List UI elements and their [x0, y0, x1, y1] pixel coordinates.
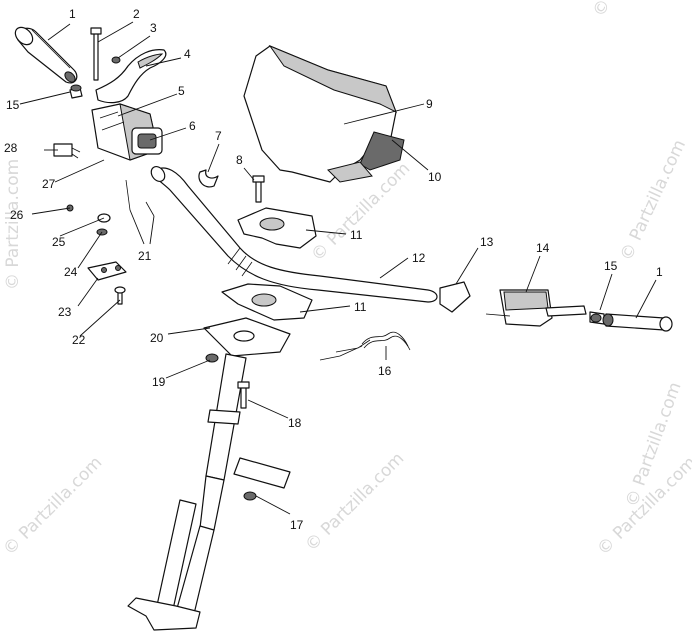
callout-14: 14: [536, 241, 550, 255]
callout-3: 3: [150, 21, 157, 35]
callout-21: 21: [138, 249, 152, 263]
clamp-13: [439, 281, 471, 313]
callout-2: 2: [133, 7, 140, 21]
screws-21: [125, 179, 155, 217]
hand-grip-left: [14, 26, 78, 84]
tube-17: [233, 457, 291, 489]
callout-20: 20: [150, 331, 164, 345]
watermark-right-top: © Partzilla.com: [589, 0, 672, 21]
callout-22: 22: [72, 333, 86, 347]
callout-15-left: 15: [6, 98, 20, 112]
mount-plate-23: [87, 261, 127, 281]
callout-27: 27: [42, 177, 56, 191]
callout-15-right: 15: [604, 259, 618, 273]
bolt-2: [90, 27, 102, 81]
throttle-lever: [95, 49, 167, 104]
handlebar: [150, 165, 438, 303]
brake-lever: [545, 305, 587, 317]
watermark-right-upper: © Partzilla.com: [616, 137, 690, 264]
callout-7: 7: [215, 129, 222, 143]
callout-5: 5: [178, 84, 185, 98]
callout-23: 23: [58, 305, 72, 319]
end-plug-left: [69, 84, 83, 99]
callout-19: 19: [152, 375, 166, 389]
steering-post: [127, 353, 247, 631]
bolt-8: [252, 175, 265, 203]
callout-26: 26: [10, 208, 24, 222]
callout-24: 24: [64, 265, 78, 279]
leader-lines: [19, 21, 657, 515]
nut-17: [243, 491, 257, 501]
lower-clamp: [221, 283, 313, 321]
callout-18: 18: [288, 416, 302, 430]
callout-17: 17: [290, 518, 304, 532]
watermark-left-lower: © Partzilla.com: [0, 453, 106, 560]
end-plug-right: [589, 311, 605, 325]
riser-plate: [203, 317, 291, 357]
switch-28: [53, 143, 81, 159]
callout-8: 8: [236, 153, 243, 167]
screw-22: [114, 286, 126, 305]
callout-12: 12: [412, 251, 426, 265]
callout-28: 28: [4, 141, 18, 155]
bolt-18: [237, 381, 250, 409]
callout-6: 6: [189, 119, 196, 133]
key-7: [198, 169, 219, 188]
heater-wire: [319, 331, 411, 361]
callout-9: 9: [426, 97, 433, 111]
callout-1-left: 1: [69, 7, 76, 21]
throttle-housing: [91, 103, 163, 161]
hand-grip-right: [602, 313, 673, 332]
upper-clamp: [237, 207, 317, 249]
callout-10: 10: [428, 170, 442, 184]
handlebar-pad: [243, 44, 405, 183]
callout-4: 4: [184, 47, 191, 61]
watermark-left-vertical: © Partzilla.com: [3, 159, 23, 290]
callout-11-upper: 11: [350, 228, 363, 242]
callout-25: 25: [52, 235, 66, 249]
nut-3: [111, 56, 121, 64]
callout-labels: 1 2 3 4 5 6 7 8 9 10 11 11 12 13 14 15 1…: [4, 7, 663, 532]
callout-1-right: 1: [656, 265, 663, 279]
callout-13: 13: [480, 235, 494, 249]
brake-housing: [485, 289, 553, 327]
watermark-center-lower: © Partzilla.com: [301, 449, 408, 556]
callout-16: 16: [378, 364, 392, 378]
callout-11-lower: 11: [354, 300, 367, 314]
